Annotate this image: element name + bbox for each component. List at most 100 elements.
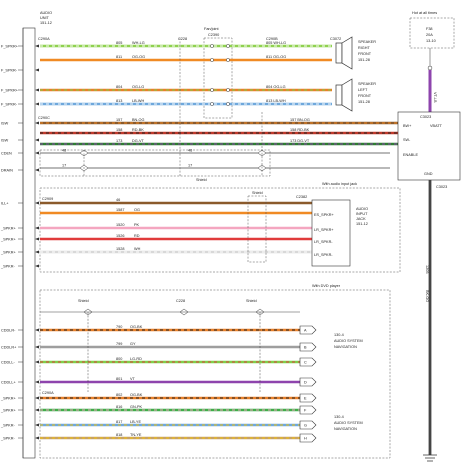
left-pin-label: CDEN	[1, 152, 12, 156]
nav-wire-num: 800	[116, 357, 122, 361]
aux-wire-code: OG	[134, 208, 140, 212]
vsatt-bw-label: BW+	[403, 124, 412, 128]
nav-block1-line1: 130-4	[334, 333, 344, 337]
nav-wire-num: 816	[116, 405, 122, 409]
pin-arrow-icon	[35, 408, 39, 412]
wire-code: WH-LG	[132, 41, 145, 45]
wire-num: 813	[116, 99, 122, 103]
aux-shield-box	[247, 195, 267, 263]
left-pin-label: F_SPKR+	[1, 89, 19, 93]
aux-wire-num: 46	[116, 198, 120, 202]
pin-arrow-icon	[35, 102, 39, 106]
left-pin-label: CDDLL+	[1, 381, 16, 385]
aux-wire-num: 1520	[116, 223, 124, 227]
splice-diamond-icon	[79, 149, 89, 157]
nav-plug-label: B	[304, 346, 307, 350]
aux-jack-line-2: INPUT	[356, 212, 368, 216]
nav-plug-icon: C	[299, 357, 317, 367]
aux-jack-line-4: 151-12	[356, 222, 368, 226]
nav-plug-label: C	[304, 361, 307, 365]
wire-code: BN-OG	[132, 118, 144, 122]
nav-wire-num: 801	[116, 377, 122, 381]
speaker-label: FRONT	[358, 94, 372, 98]
nav-plug-label: G	[304, 424, 307, 428]
nav-box-header: With DVD player	[312, 284, 341, 288]
aux-wire-code: RD	[134, 234, 140, 238]
left-pin-label: _SPKR-	[0, 265, 15, 269]
fuse-line-2: 20A	[426, 33, 433, 37]
joint-circle-icon	[210, 102, 214, 106]
left-pin-label: ILL+	[1, 202, 9, 206]
left-pin-label: DRAIN	[1, 169, 13, 173]
nav-block2-line3: NAVIGATION	[334, 427, 357, 431]
fuse-wire-label: VT-LB	[433, 92, 437, 103]
fuse-line-1: F38	[426, 27, 433, 31]
wire-code: DG-VT	[132, 139, 144, 143]
wire-right-label: 158 RD-BK	[290, 128, 310, 132]
nav-plug-label: F	[304, 409, 307, 413]
left-pin-label: F_SPKR+	[1, 45, 19, 49]
speakers-group: SPEAKERRIGHTFRONT151-28SPEAKERLEFTFRONT1…	[335, 36, 376, 112]
nav-plug-icon: E	[299, 393, 317, 403]
pin-arrow-icon	[35, 360, 39, 364]
joint-circle-icon	[210, 44, 214, 48]
fuse-box	[409, 17, 455, 49]
nav-wire-num: 817	[116, 420, 122, 424]
vsatt-module-box	[397, 111, 461, 181]
aux-jack-line-1: AUDIO	[356, 207, 368, 211]
audio-unit-connector-strip	[22, 27, 36, 459]
fuse-line-3: 13-10	[426, 39, 436, 43]
speaker-icon	[335, 36, 353, 70]
shield-group-label: Shield	[196, 178, 207, 182]
wire-code: RD-BK	[132, 128, 144, 132]
nav-wire-num: 799	[116, 342, 122, 346]
left-pin-label: _SPKR+	[0, 409, 16, 413]
nav-shield-label-2: Shield	[246, 299, 257, 303]
nav-plug-icon: D	[299, 377, 317, 387]
pin-arrow-icon	[35, 151, 39, 155]
aux-box-header: With audio input jack	[322, 182, 357, 186]
nav-wire-code: LB-YE	[130, 420, 141, 424]
audio-unit-pin-labels: F_SPKR+F_SPKR-F_SPKR+F_SPKR-ISWISWCDENDR…	[0, 44, 39, 441]
left-pin-label: CDDLR-	[1, 329, 16, 333]
wire-right-label: 813 LB-WH	[266, 99, 286, 103]
nav-plug-icon: G	[299, 420, 317, 430]
wire-num: 48	[62, 149, 66, 153]
nav-wire-num: 802	[116, 393, 122, 397]
pin-arrow-icon	[35, 138, 39, 142]
pin-arrow-icon	[35, 436, 39, 440]
nav-wire-code: VT	[130, 377, 136, 381]
connector-c2909-label: C2909	[42, 197, 53, 201]
pin-arrow-icon	[35, 423, 39, 427]
left-pin-label: F_SPKR-	[1, 69, 18, 73]
vsatt-gnd-label: GND	[424, 172, 433, 176]
pin-arrow-icon	[35, 44, 39, 48]
nav-wire-code: OG-BK	[130, 393, 143, 397]
wire-num: 158	[116, 128, 122, 132]
nav-shield-label-1: Shield	[78, 299, 89, 303]
fuse-box-header: Hot at all times	[412, 11, 437, 15]
nav-box	[39, 289, 391, 459]
speaker-label: FRONT	[358, 52, 372, 56]
joint-circle-icon	[210, 58, 214, 62]
wire-code: OG-LG	[132, 85, 144, 89]
wire-num: 811	[116, 55, 122, 59]
vsatt-conn-label: C3023	[420, 115, 431, 119]
wire-num: 17	[62, 164, 66, 168]
connector-c290b-label: C290B	[266, 37, 278, 41]
pin-arrow-icon	[35, 68, 39, 72]
speaker-label: RIGHT	[358, 46, 370, 50]
pin-arrow-icon	[35, 168, 39, 172]
joint-circle-icon	[210, 88, 214, 92]
nav-plug-icon: H	[299, 433, 317, 443]
aux-wire-code: PK	[134, 223, 140, 227]
left-pin-label: CDDLL-	[1, 361, 15, 365]
pin-arrow-icon	[35, 396, 39, 400]
left-pin-label: _SPKR+	[0, 227, 16, 231]
pin-arrow-icon	[35, 345, 39, 349]
fan-joint-box	[203, 37, 233, 119]
speaker-label: LEFT	[358, 88, 368, 92]
pin-arrow-icon	[35, 250, 39, 254]
